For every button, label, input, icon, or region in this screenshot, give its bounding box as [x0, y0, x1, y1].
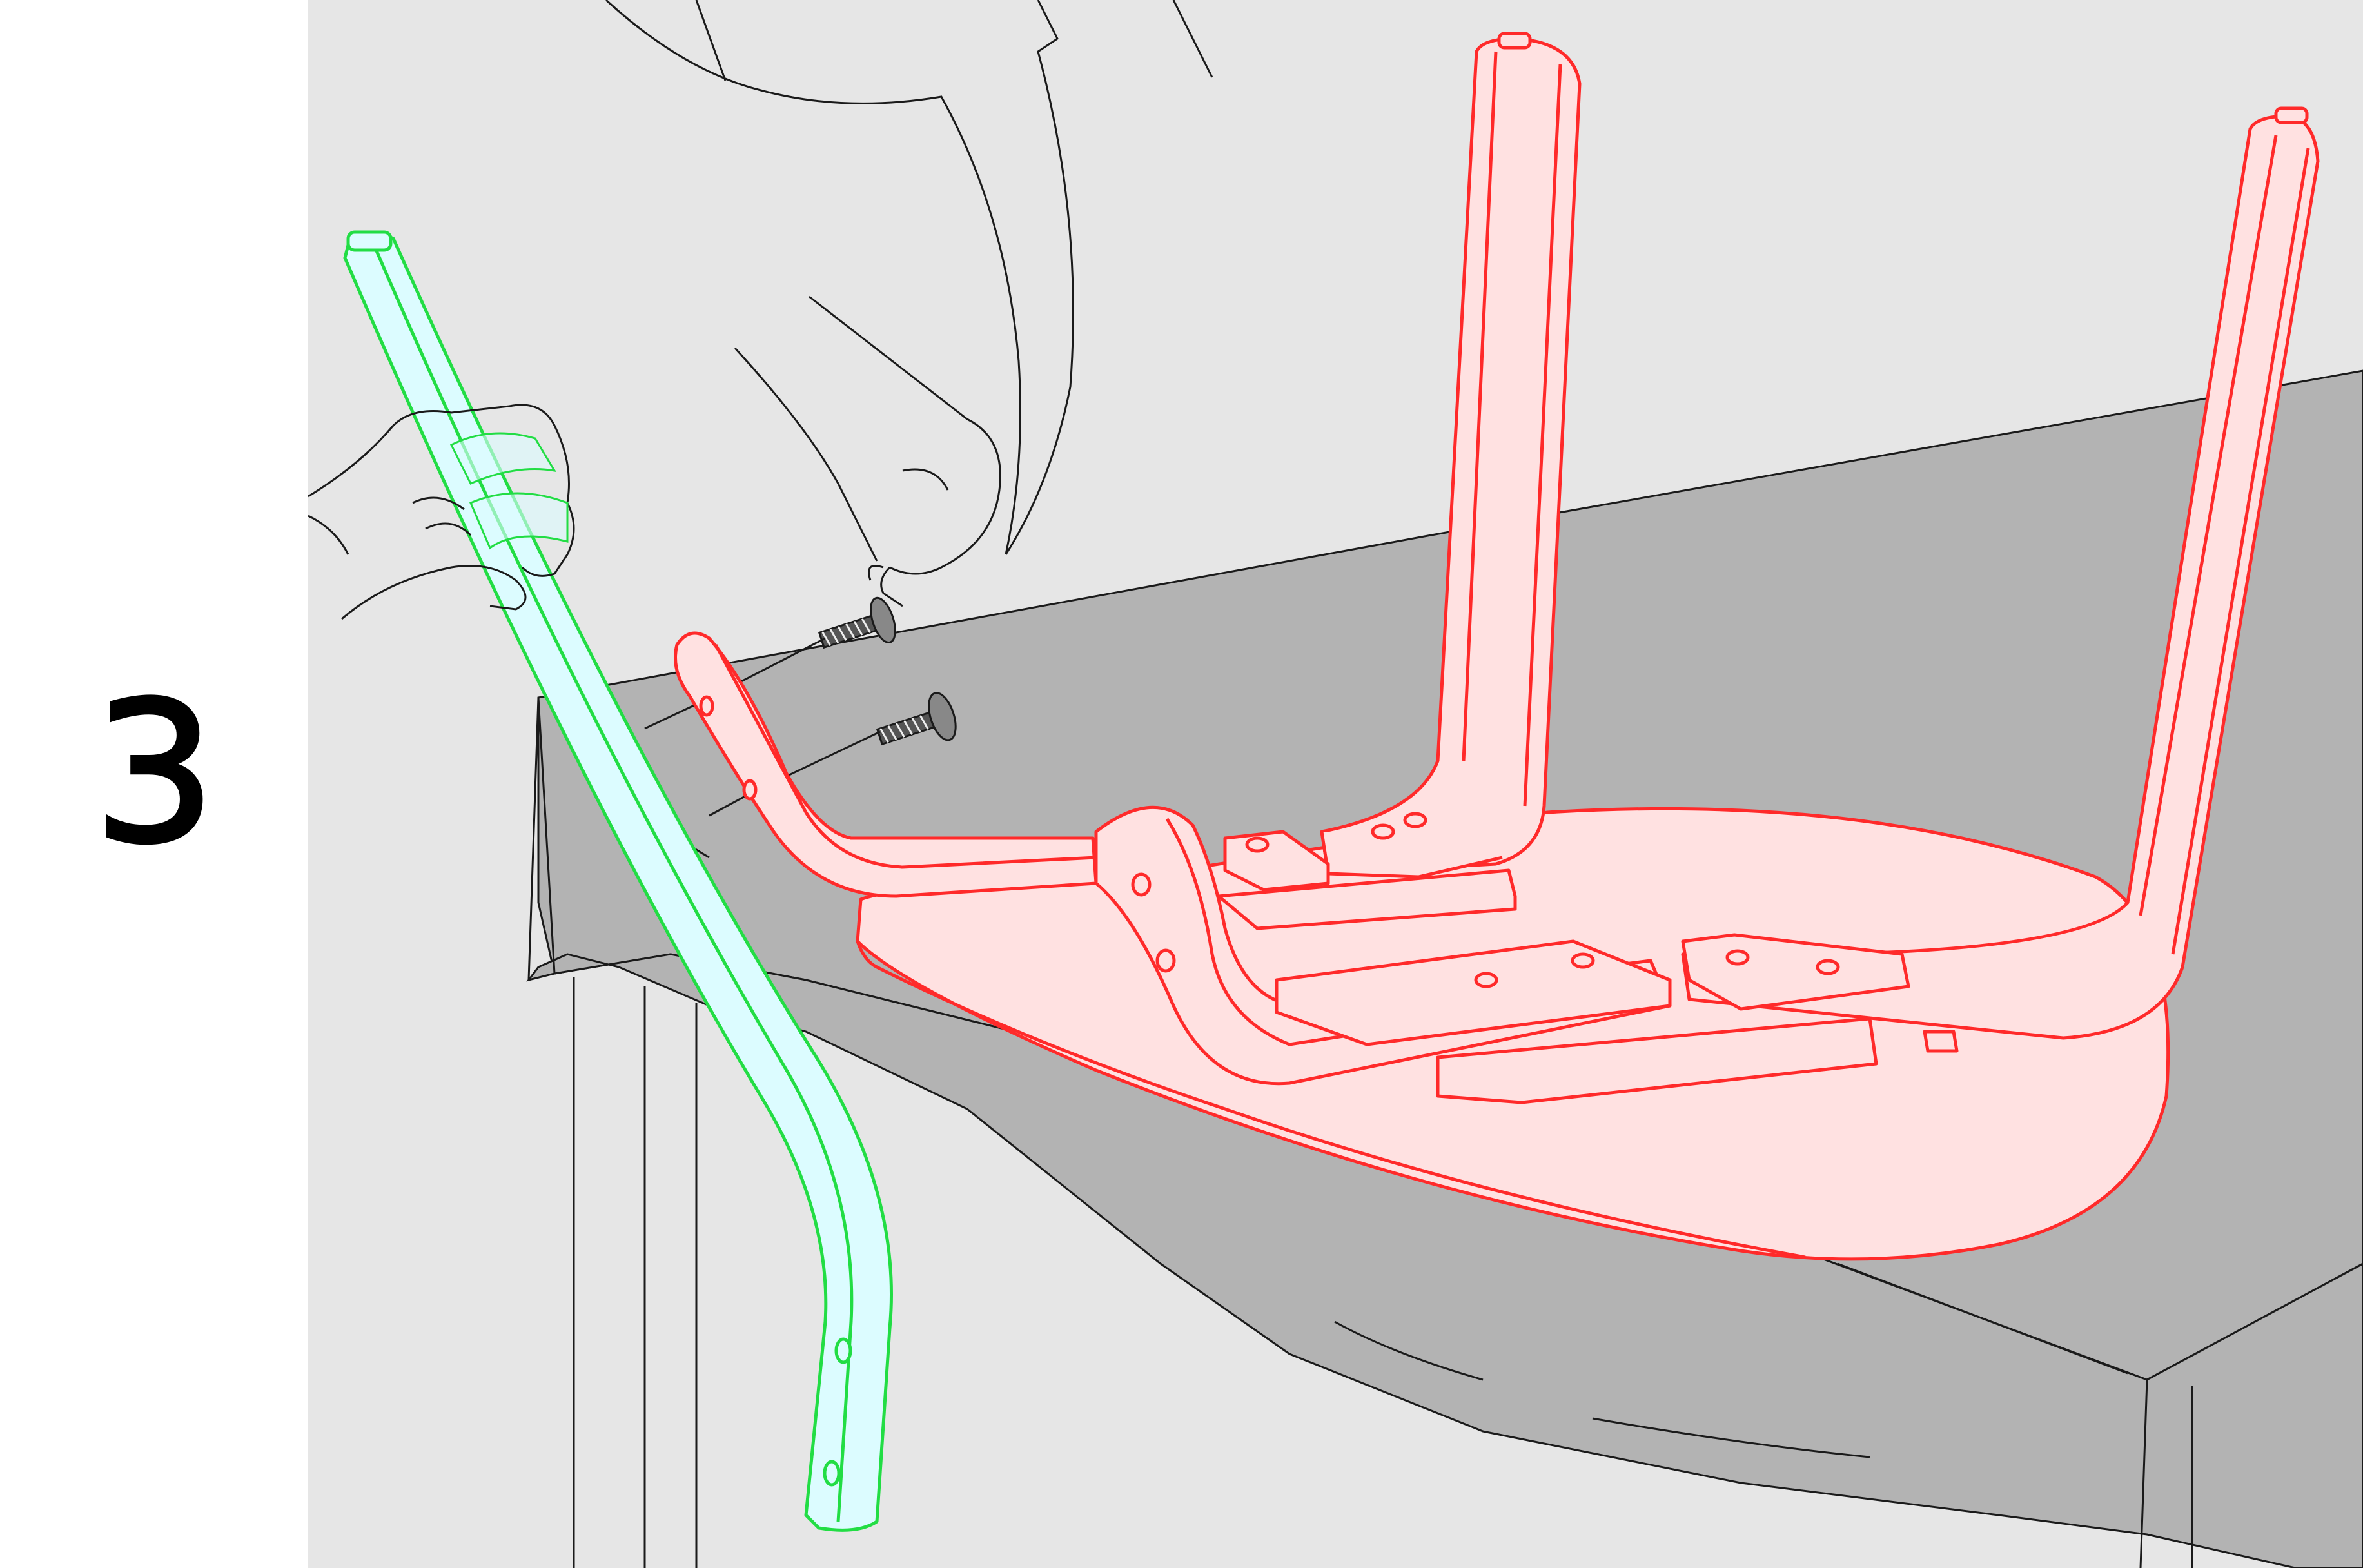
screw-hole: [744, 781, 756, 799]
screw-hole: [836, 1339, 850, 1362]
screw-hole: [1247, 838, 1268, 851]
screw-hole: [1573, 954, 1593, 967]
step-number: 3: [71, 658, 239, 890]
screw-hole: [825, 1462, 839, 1485]
screw-hole: [1476, 974, 1496, 986]
screw-hole: [1727, 951, 1748, 964]
screw-hole: [701, 697, 712, 715]
screw-hole: [1133, 874, 1150, 895]
screw-hole: [1373, 825, 1393, 838]
screw-hole: [1405, 814, 1426, 827]
screw-hole: [1157, 950, 1174, 971]
screw-hole: [1818, 961, 1838, 974]
